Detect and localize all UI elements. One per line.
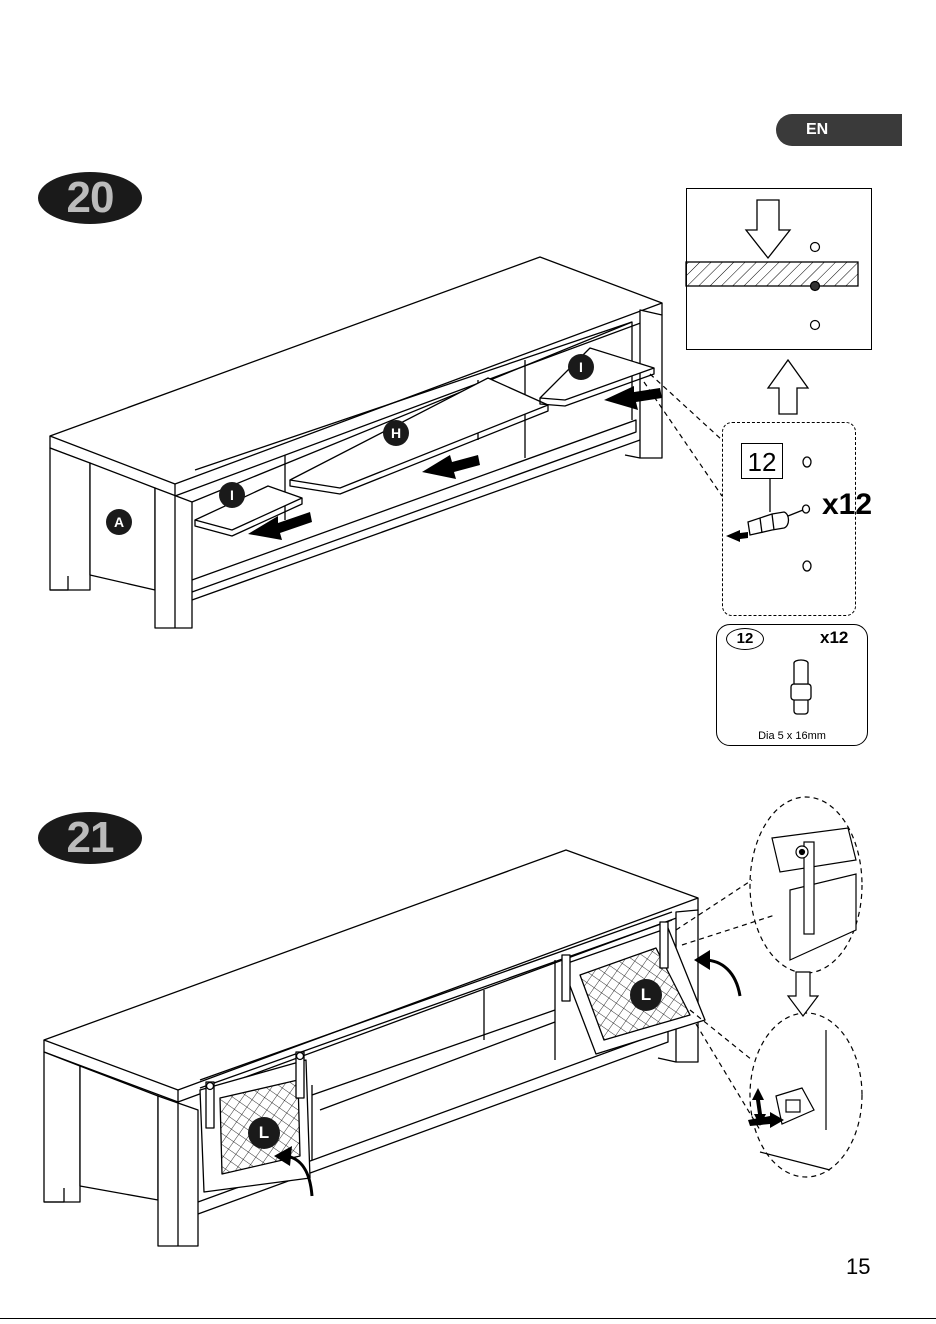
footer-rule: [0, 1318, 936, 1319]
part-label-l-left: L: [248, 1117, 280, 1149]
part-label-l-right: L: [630, 979, 662, 1011]
page-number: 15: [846, 1254, 870, 1280]
